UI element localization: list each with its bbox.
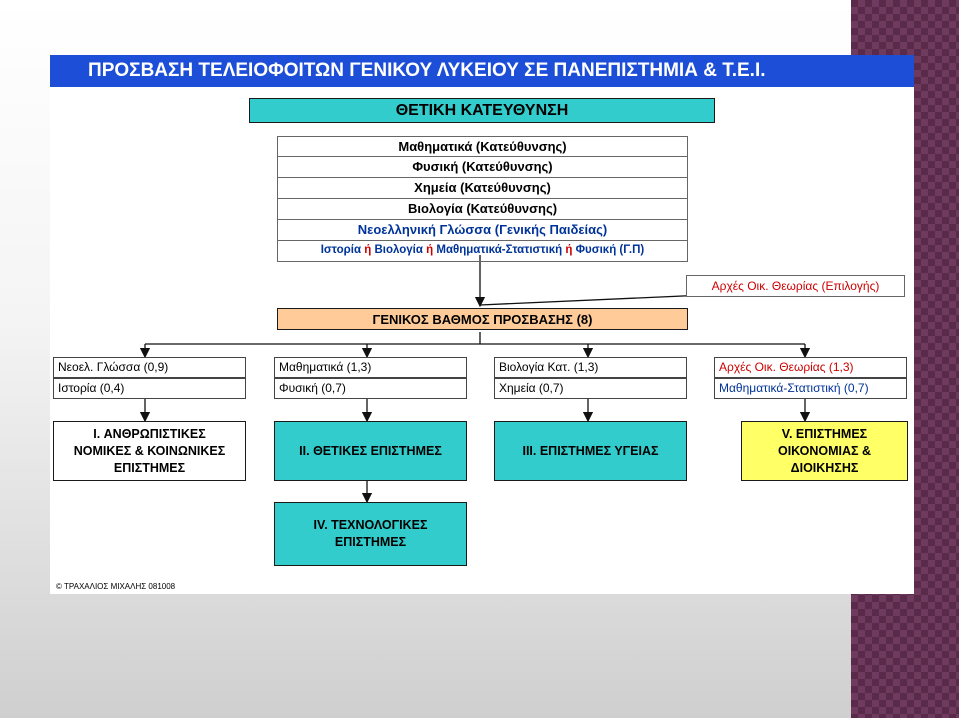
direction-header: ΘΕΤΙΚΗ ΚΑΤΕΥΘΥΝΣΗ bbox=[249, 98, 715, 123]
weight-cell: Χημεία (0,7) bbox=[494, 378, 687, 399]
field-box-sciences: II. ΘΕΤΙΚΕΣ ΕΠΙΣΤΗΜΕΣ bbox=[274, 421, 467, 481]
field-box-humanities: I. ΑΝΘΡΩΠΙΣΤΙΚΕΣ ΝΟΜΙΚΕΣ & ΚΟΙΝΩΝΙΚΕΣ ΕΠ… bbox=[53, 421, 246, 481]
subject-item: Μαθηματικά (Κατεύθυνσης) bbox=[277, 136, 688, 157]
field-box-economics: V. ΕΠΙΣΤΗΜΕΣ ΟΙΚΟΝΟΜΙΑΣ & ΔΙΟΙΚΗΣΗΣ bbox=[741, 421, 908, 481]
weight-cell: Μαθηματικά (1,3) bbox=[274, 357, 467, 378]
credit-text: © ΤΡΑΧΑΛΙΟΣ ΜΙΧΑΛΗΣ 081008 bbox=[56, 582, 176, 591]
weight-cell: Ιστορία (0,4) bbox=[53, 378, 246, 399]
subject-item: Φυσική (Κατεύθυνσης) bbox=[277, 157, 688, 178]
weight-cell: Μαθηματικά-Στατιστική (0,7) bbox=[714, 378, 907, 399]
field-box-technology: IV. ΤΕΧΝΟΛΟΓΙΚΕΣ ΕΠΙΣΤΗΜΕΣ bbox=[274, 502, 467, 566]
slide: ΠΡΟΣΒΑΣΗ ΤΕΛΕΙΟΦΟΙΤΩΝ ΓΕΝΙΚΟΥ ΛΥΚΕΙΟΥ ΣΕ… bbox=[50, 55, 914, 594]
weight-cell: Νεοελ. Γλώσσα (0,9) bbox=[53, 357, 246, 378]
general-subjects-row: Ιστορία ή Βιολογία ή Μαθηματικά-Στατιστι… bbox=[277, 241, 688, 262]
slide-title: ΠΡΟΣΒΑΣΗ ΤΕΛΕΙΟΦΟΙΤΩΝ ΓΕΝΙΚΟΥ ΛΥΚΕΙΟΥ ΣΕ… bbox=[88, 60, 766, 81]
subject-item: Νεοελληνική Γλώσσα (Γενικής Παιδείας) bbox=[277, 220, 688, 241]
weight-cell: Αρχές Οικ. Θεωρίας (1,3) bbox=[714, 357, 907, 378]
access-grade-box: ΓΕΝΙΚΟΣ ΒΑΘΜΟΣ ΠΡΟΣΒΑΣΗΣ (8) bbox=[277, 308, 688, 330]
weight-cell: Βιολογία Κατ. (1,3) bbox=[494, 357, 687, 378]
subject-item: Βιολογία (Κατεύθυνσης) bbox=[277, 199, 688, 220]
weight-cell: Φυσική (0,7) bbox=[274, 378, 467, 399]
field-box-health: III. ΕΠΙΣΤΗΜΕΣ ΥΓΕΙΑΣ bbox=[494, 421, 687, 481]
elective-box: Αρχές Οικ. Θεωρίας (Επιλογής) bbox=[686, 275, 905, 297]
title-bar: ΠΡΟΣΒΑΣΗ ΤΕΛΕΙΟΦΟΙΤΩΝ ΓΕΝΙΚΟΥ ΛΥΚΕΙΟΥ ΣΕ… bbox=[50, 55, 914, 87]
subject-item: Χημεία (Κατεύθυνσης) bbox=[277, 178, 688, 199]
